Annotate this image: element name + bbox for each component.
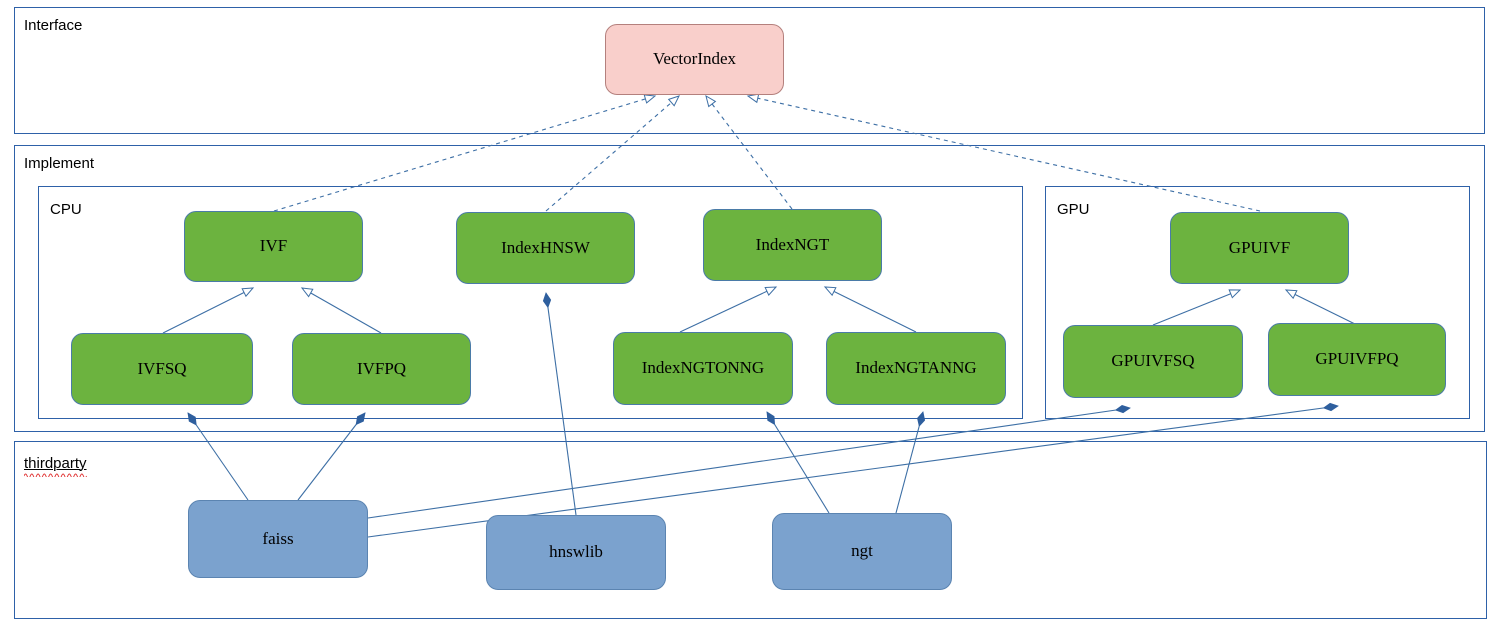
- group-label-implement: Implement: [24, 155, 95, 172]
- node-index-ngt[interactable]: IndexNGT: [703, 209, 882, 281]
- node-gpuivfpq[interactable]: GPUIVFPQ: [1268, 323, 1446, 396]
- node-hnswlib[interactable]: hnswlib: [486, 515, 666, 590]
- node-label-ngt: ngt: [851, 541, 873, 561]
- node-label-index-ngtonng: IndexNGTONNG: [641, 358, 765, 378]
- node-gpuivfsq[interactable]: GPUIVFSQ: [1063, 325, 1243, 398]
- node-label-gpuivfsq: GPUIVFSQ: [1111, 351, 1195, 371]
- spellcheck-squiggle-icon: [24, 473, 87, 477]
- node-label-ivfpq: IVFPQ: [356, 358, 407, 378]
- group-label-cpu: CPU: [50, 201, 82, 218]
- node-index-ngtonng[interactable]: IndexNGTONNG: [613, 332, 793, 405]
- node-vector-index[interactable]: VectorIndex: [605, 24, 784, 95]
- node-label-faiss: faiss: [262, 528, 294, 548]
- node-ivfsq[interactable]: IVFSQ: [71, 333, 253, 405]
- node-label-index-ngt: IndexNGT: [755, 234, 830, 254]
- node-label-hnswlib: hnswlib: [549, 542, 603, 562]
- node-ngt[interactable]: ngt: [772, 513, 952, 590]
- node-gpuivf[interactable]: GPUIVF: [1170, 212, 1349, 284]
- group-label-thirdparty-text: thirdparty: [24, 455, 87, 472]
- node-index-ngtanng[interactable]: IndexNGTANNG: [826, 332, 1006, 405]
- node-label-index-hnsw: IndexHNSW: [501, 237, 590, 257]
- node-label-vector-index: VectorIndex: [652, 49, 737, 69]
- node-label-ivf: IVF: [259, 236, 288, 256]
- node-ivf[interactable]: IVF: [184, 211, 363, 282]
- node-faiss[interactable]: faiss: [188, 500, 368, 578]
- node-label-ivfsq: IVFSQ: [137, 358, 187, 378]
- node-label-gpuivf: GPUIVF: [1228, 237, 1291, 257]
- node-ivfpq[interactable]: IVFPQ: [292, 333, 471, 405]
- group-label-gpu: GPU: [1057, 201, 1090, 218]
- node-label-gpuivfpq: GPUIVFPQ: [1315, 349, 1399, 369]
- group-label-thirdparty: thirdparty: [24, 455, 87, 477]
- node-label-index-ngtanng: IndexNGTANNG: [855, 358, 977, 378]
- group-label-interface: Interface: [24, 17, 83, 34]
- node-index-hnsw[interactable]: IndexHNSW: [456, 212, 635, 284]
